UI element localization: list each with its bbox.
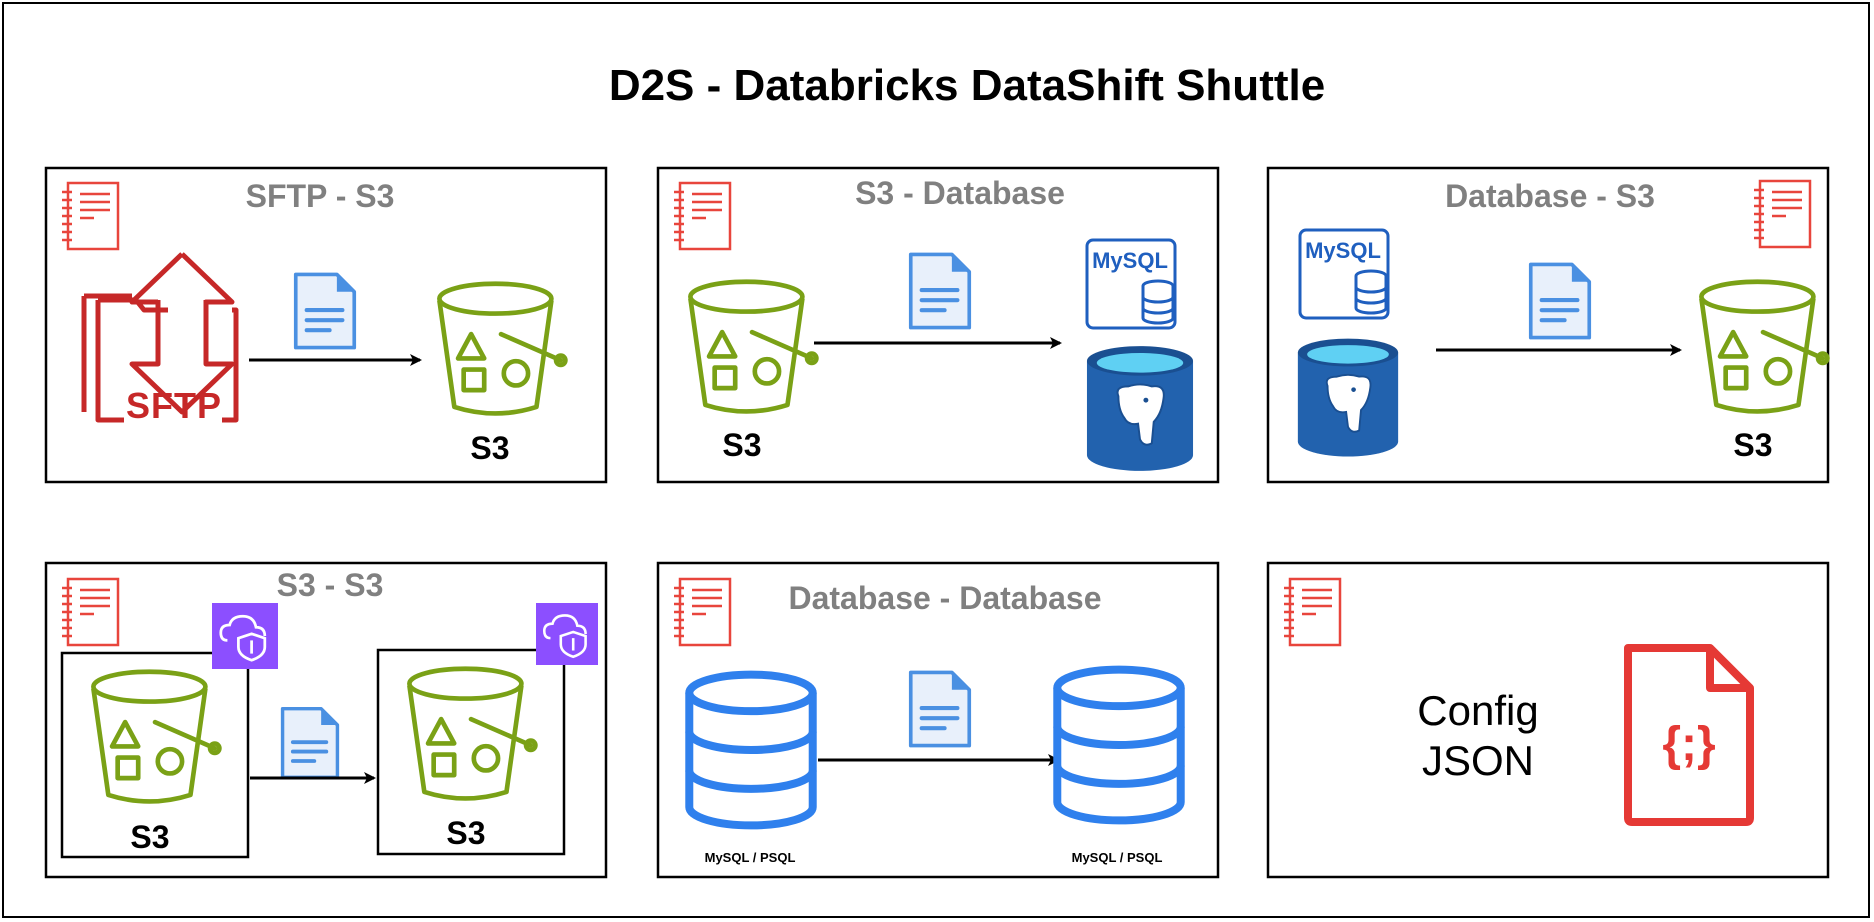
file-icon xyxy=(1531,264,1590,337)
svg-text:MySQL: MySQL xyxy=(1305,238,1381,263)
panel-config: Config JSON {;} xyxy=(1266,561,1830,879)
panel-title: Database - Database xyxy=(788,580,1101,616)
postgresql-icon xyxy=(1296,337,1400,458)
sftp-label: SFTP xyxy=(126,385,222,426)
panel-title: Database - S3 xyxy=(1445,178,1655,214)
file-icon xyxy=(911,672,970,745)
svg-text:{;}: {;} xyxy=(1662,718,1715,771)
panel-title: SFTP - S3 xyxy=(246,178,395,214)
mysql-icon: MySQL xyxy=(1298,228,1390,320)
s3-label: S3 xyxy=(1733,427,1772,463)
s3-label: S3 xyxy=(722,427,761,463)
config-label-line1: Config xyxy=(1417,687,1538,734)
json-file-icon: {;} xyxy=(1624,644,1754,826)
file-icon xyxy=(296,274,355,347)
panel-database-s3: Database - S3 MySQL S3 xyxy=(1266,166,1828,484)
panel-s3-database: S3 - Database S3 MySQL xyxy=(656,166,1220,484)
s3-label: S3 xyxy=(470,430,509,466)
svg-text:MySQL: MySQL xyxy=(1092,248,1168,273)
file-icon xyxy=(283,709,338,778)
panel-s3-s3: S3 - S3 S3 S3 xyxy=(44,561,608,879)
mysql-icon: MySQL xyxy=(1085,238,1177,330)
config-label-line2: JSON xyxy=(1422,737,1534,784)
cloud-shield-icon xyxy=(212,603,278,669)
panel-title: S3 - Database xyxy=(855,175,1065,211)
file-icon xyxy=(911,254,970,327)
postgresql-icon xyxy=(1085,345,1195,472)
account-box xyxy=(60,651,250,859)
account-box xyxy=(376,648,566,856)
panel-sftp-s3: SFTP - S3 SFTP S3 xyxy=(44,166,608,484)
sftp-icon xyxy=(81,252,239,423)
panel-title: S3 - S3 xyxy=(277,567,384,603)
cloud-shield-icon xyxy=(536,603,598,665)
s3-label: S3 xyxy=(130,819,169,855)
db-label: MySQL / PSQL xyxy=(1072,850,1163,865)
diagram-title: D2S - Databricks DataShift Shuttle xyxy=(609,61,1325,110)
s3-label: S3 xyxy=(446,815,485,851)
db-label: MySQL / PSQL xyxy=(705,850,796,865)
panel-database-database: Database - Database MySQL / PSQL MySQL /… xyxy=(656,561,1220,879)
